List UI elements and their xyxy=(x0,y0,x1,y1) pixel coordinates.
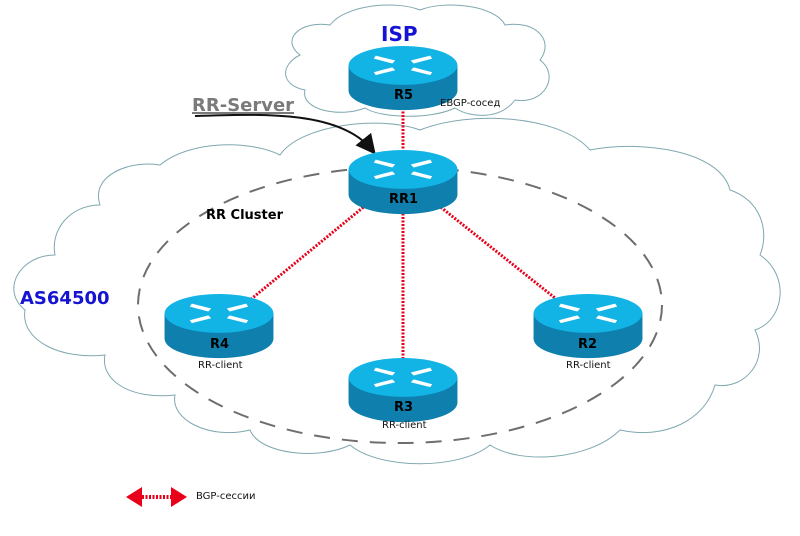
rr-server-label: RR-Server xyxy=(192,95,295,116)
rr-server-pointer-arrow xyxy=(194,113,376,155)
router-r3-name: R3 xyxy=(394,400,414,415)
rr-cluster-label: RR Cluster xyxy=(206,208,283,223)
as-label: AS64500 xyxy=(20,288,110,309)
legend-label: BGP-сессии xyxy=(196,491,256,502)
isp-cloud xyxy=(285,4,550,117)
router-r5-name: R5 xyxy=(394,88,414,103)
router-r2-role: RR-client xyxy=(566,360,611,371)
router-rr1-name: RR1 xyxy=(389,192,419,207)
router-r4-role: RR-client xyxy=(198,360,243,371)
double-arrow-icon xyxy=(126,487,187,507)
session-rr1-r2 xyxy=(437,203,556,300)
session-rr1-r4 xyxy=(249,203,367,302)
router-r2-name: R2 xyxy=(578,337,598,352)
bgp-sessions xyxy=(249,108,556,358)
ebgp-neighbor-label: EBGP-сосед xyxy=(440,98,501,109)
as-cloud xyxy=(13,117,781,465)
router-r4-name: R4 xyxy=(210,337,230,352)
isp-label: ISP xyxy=(381,22,418,46)
router-r3-role: RR-client xyxy=(382,420,427,431)
